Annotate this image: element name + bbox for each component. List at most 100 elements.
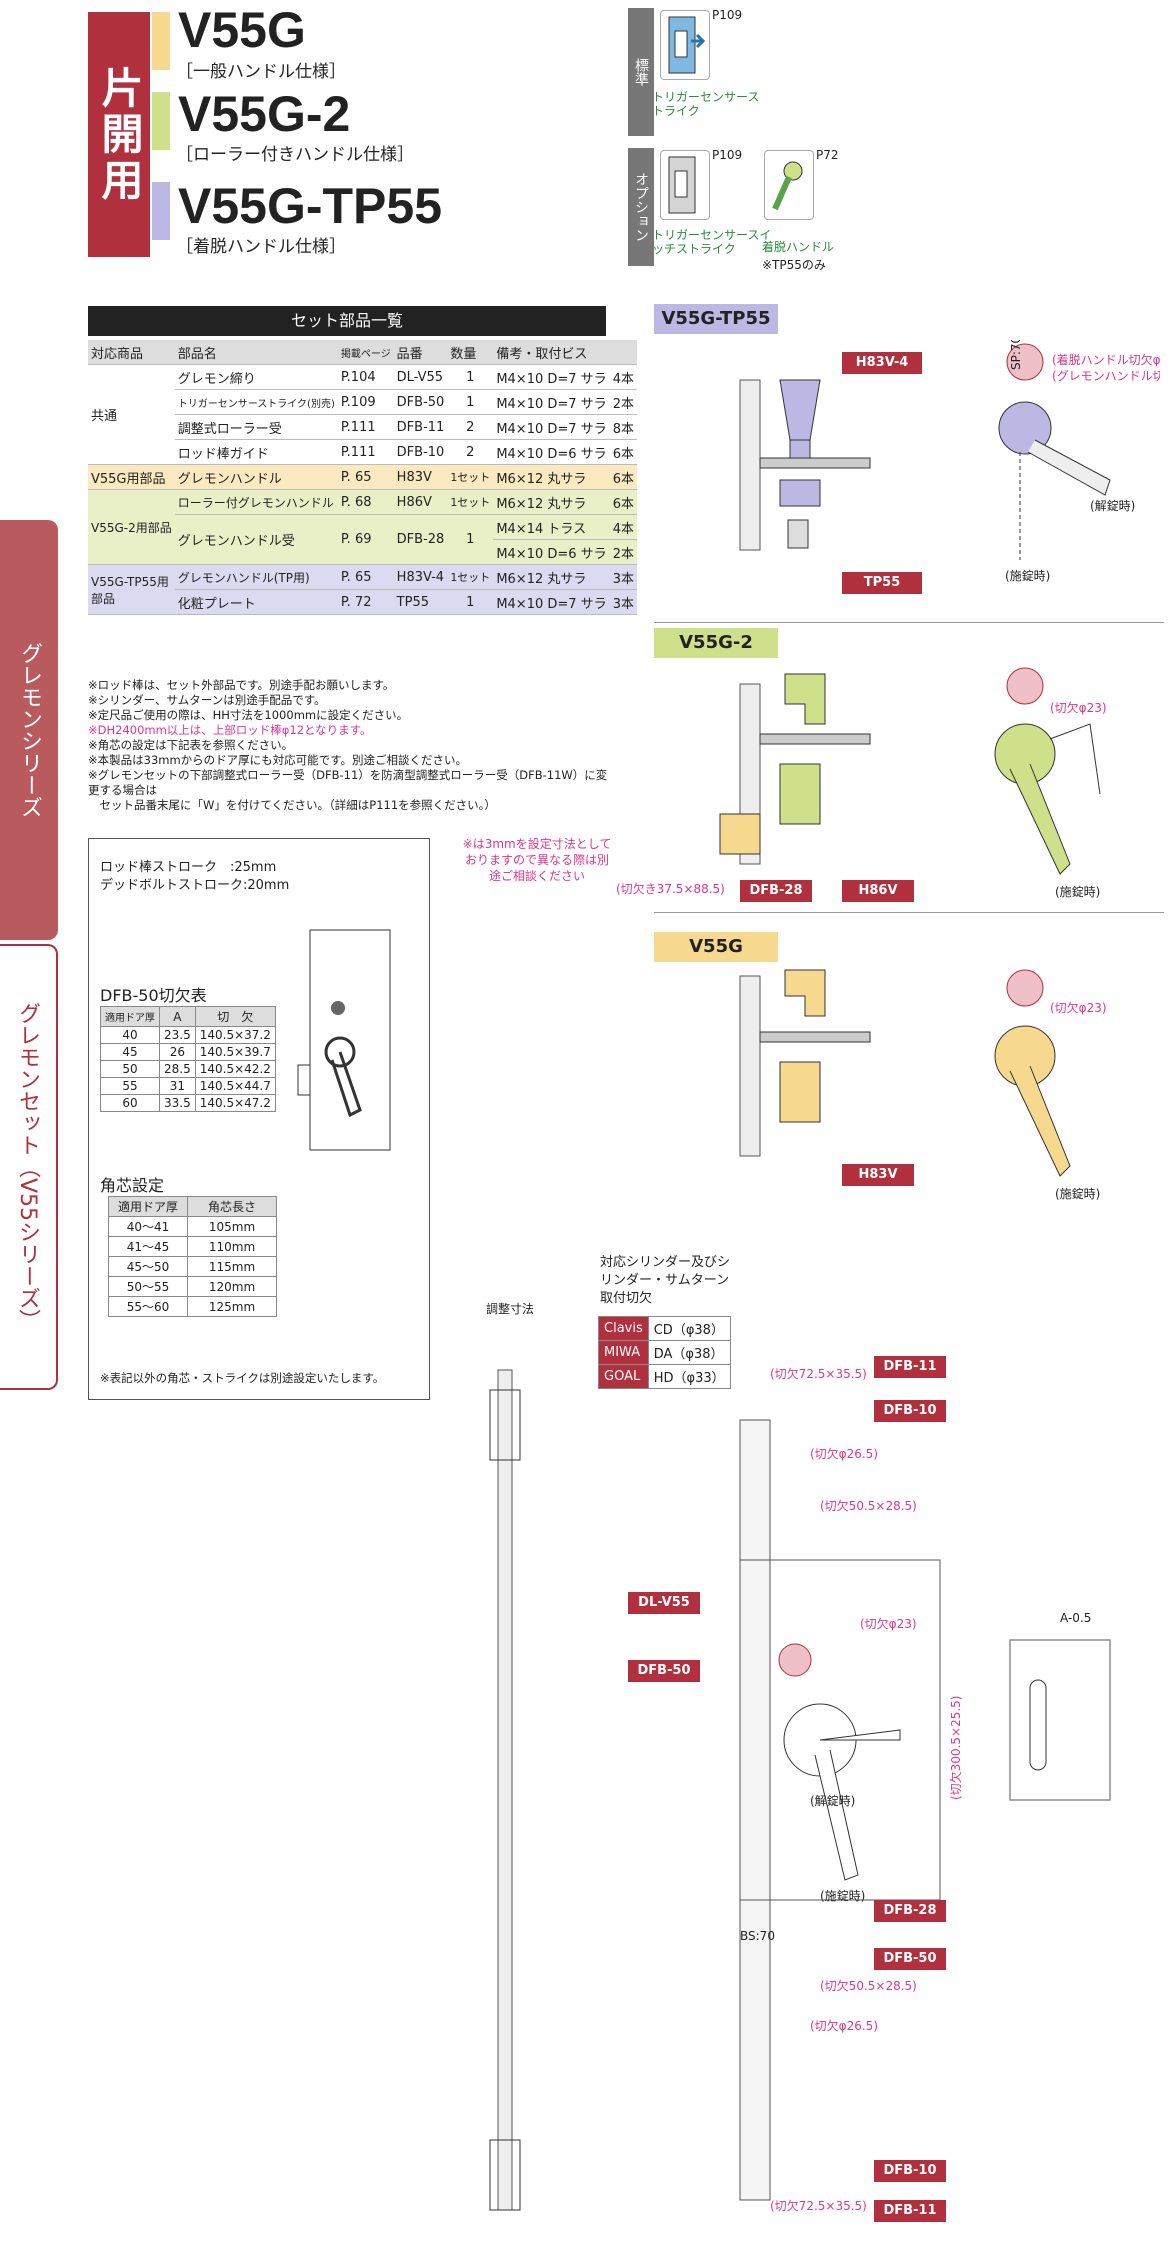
svg-text:(切欠φ23): (切欠φ23) <box>1050 700 1107 715</box>
svg-text:A-0.5: A-0.5 <box>1060 1611 1091 1625</box>
diagram-title: V55G-TP55 <box>654 304 778 334</box>
col-header: 対応商品 <box>88 340 175 365</box>
switch-strike-icon <box>660 150 710 220</box>
svg-text:(施錠時): (施錠時) <box>1055 884 1100 899</box>
adjust-label: 調整寸法 <box>486 1302 535 1316</box>
svg-text:(グレモンハンドル切欠φ23): (グレモンハンドル切欠φ23) <box>1052 368 1160 383</box>
set-sidebar[interactable]: グレモンセット（V55シリーズ） <box>0 944 58 1390</box>
part-label: DFB-10 <box>874 1400 946 1422</box>
part-label: H86V <box>842 880 914 902</box>
option-note: ※TP55のみ <box>762 258 826 272</box>
part-label: H83V-4 <box>842 352 922 374</box>
col-header: 掲載ページ <box>337 340 394 365</box>
model-name: V55G <box>178 2 306 58</box>
part-label: DFB-50 <box>628 1660 700 1682</box>
part-label: DFB-11 <box>874 1356 946 1378</box>
part-label: DFB-28 <box>874 1900 946 1922</box>
svg-text:(解錠時): (解錠時) <box>1090 498 1135 513</box>
svg-text:(施錠時): (施錠時) <box>1055 1186 1100 1201</box>
stroke-box <box>88 838 430 1400</box>
svg-text:SP:70: SP:70 <box>1009 340 1023 370</box>
svg-text:(切欠72.5×35.5): (切欠72.5×35.5) <box>770 2198 867 2213</box>
cut-table-title: DFB-50切欠表 <box>100 986 207 1005</box>
svg-text:(切欠72.5×35.5): (切欠72.5×35.5) <box>770 1366 867 1381</box>
svg-text:BS:70: BS:70 <box>740 1929 775 1943</box>
svg-text:(切欠φ26.5): (切欠φ26.5) <box>810 2018 878 2033</box>
option-label: オプション <box>628 148 654 266</box>
svg-text:(切欠50.5×28.5): (切欠50.5×28.5) <box>820 1498 917 1513</box>
model-color-bar <box>152 182 170 240</box>
cylinder-title: 対応シリンダー及びシリンダー・サムターン取付切欠 <box>600 1255 731 1306</box>
g-drawing: (切欠φ23) (施錠時) <box>739 969 1107 1201</box>
model-color-bar <box>152 92 170 150</box>
standard-label: 標準 <box>628 8 654 136</box>
part-label: DFB-28 <box>740 880 812 902</box>
svg-text:(切欠φ26.5): (切欠φ26.5) <box>810 1446 878 1461</box>
pink-note: (切欠き37.5×88.5) <box>616 882 725 896</box>
removable-handle-icon <box>764 150 814 220</box>
tp55-drawing: (解錠時) (施錠時) (着脱ハンドル切欠φ33) (グレモンハンドル切欠φ23… <box>739 340 1160 583</box>
vertical-tag: 片開用 <box>88 12 150 257</box>
page-ref: P72 <box>816 148 839 162</box>
model-name: V55G-2 <box>178 86 351 142</box>
svg-text:(解錠時): (解錠時) <box>810 1793 855 1808</box>
svg-text:(施錠時): (施錠時) <box>1005 568 1050 583</box>
stroke-footer: ※表記以外の角芯・ストライクは別途設定いたします。 <box>100 1371 385 1385</box>
svg-text:(切欠φ23): (切欠φ23) <box>860 1616 917 1631</box>
notes: ※ロッド棒は、セット外部品です。別途手配お願いします。 ※シリンダー、サムターン… <box>88 678 608 812</box>
g2-drawing: (切欠φ23) (施錠時) <box>719 667 1107 899</box>
col-header: 品番 <box>393 340 448 365</box>
pink-note: ※は3mmを設定寸法としておりますので異なる際は別途ご相談ください <box>462 837 612 883</box>
series-sidebar[interactable]: グレモンシリーズ <box>0 520 58 940</box>
svg-text:(切欠300.5×25.5): (切欠300.5×25.5) <box>948 1696 963 1801</box>
divider <box>654 912 1164 913</box>
divider <box>654 622 1164 623</box>
strike-drawing <box>297 929 391 1151</box>
model-sub: ［着脱ハンドル仕様］ <box>176 237 346 257</box>
diagram-title: V55G <box>654 932 778 962</box>
diagram-title: V55G-2 <box>654 628 778 658</box>
col-header: 数量 <box>447 340 494 365</box>
page-ref: P109 <box>712 8 743 22</box>
model-sub: ［一般ハンドル仕様］ <box>176 62 346 82</box>
core-table-title: 角芯設定 <box>100 1176 165 1195</box>
part-label: DL-V55 <box>628 1592 700 1614</box>
standard-item-label: トリガーセンサーストライク <box>652 90 760 118</box>
part-label: TP55 <box>842 572 922 594</box>
option-item-label: トリガーセンサースイッチストライク <box>652 228 772 256</box>
part-label: DFB-50 <box>874 1948 946 1970</box>
deadbolt-stroke: デッドボルトストローク:20mm <box>100 878 290 893</box>
option-item-label: 着脱ハンドル <box>762 240 835 254</box>
model-name: V55G-TP55 <box>178 178 443 234</box>
model-color-bar <box>152 12 170 70</box>
rod-stroke: ロッド棒ストローク :25mm <box>100 860 277 875</box>
strike-icon <box>660 10 710 80</box>
col-header: 備考・取付ビス <box>493 340 637 365</box>
assembly-drawing: BS:70 A-0.5 (解錠時) (施錠時) (切欠72.5×35.5) (切… <box>489 1366 1111 2213</box>
svg-text:(切欠50.5×28.5): (切欠50.5×28.5) <box>820 1978 917 1993</box>
